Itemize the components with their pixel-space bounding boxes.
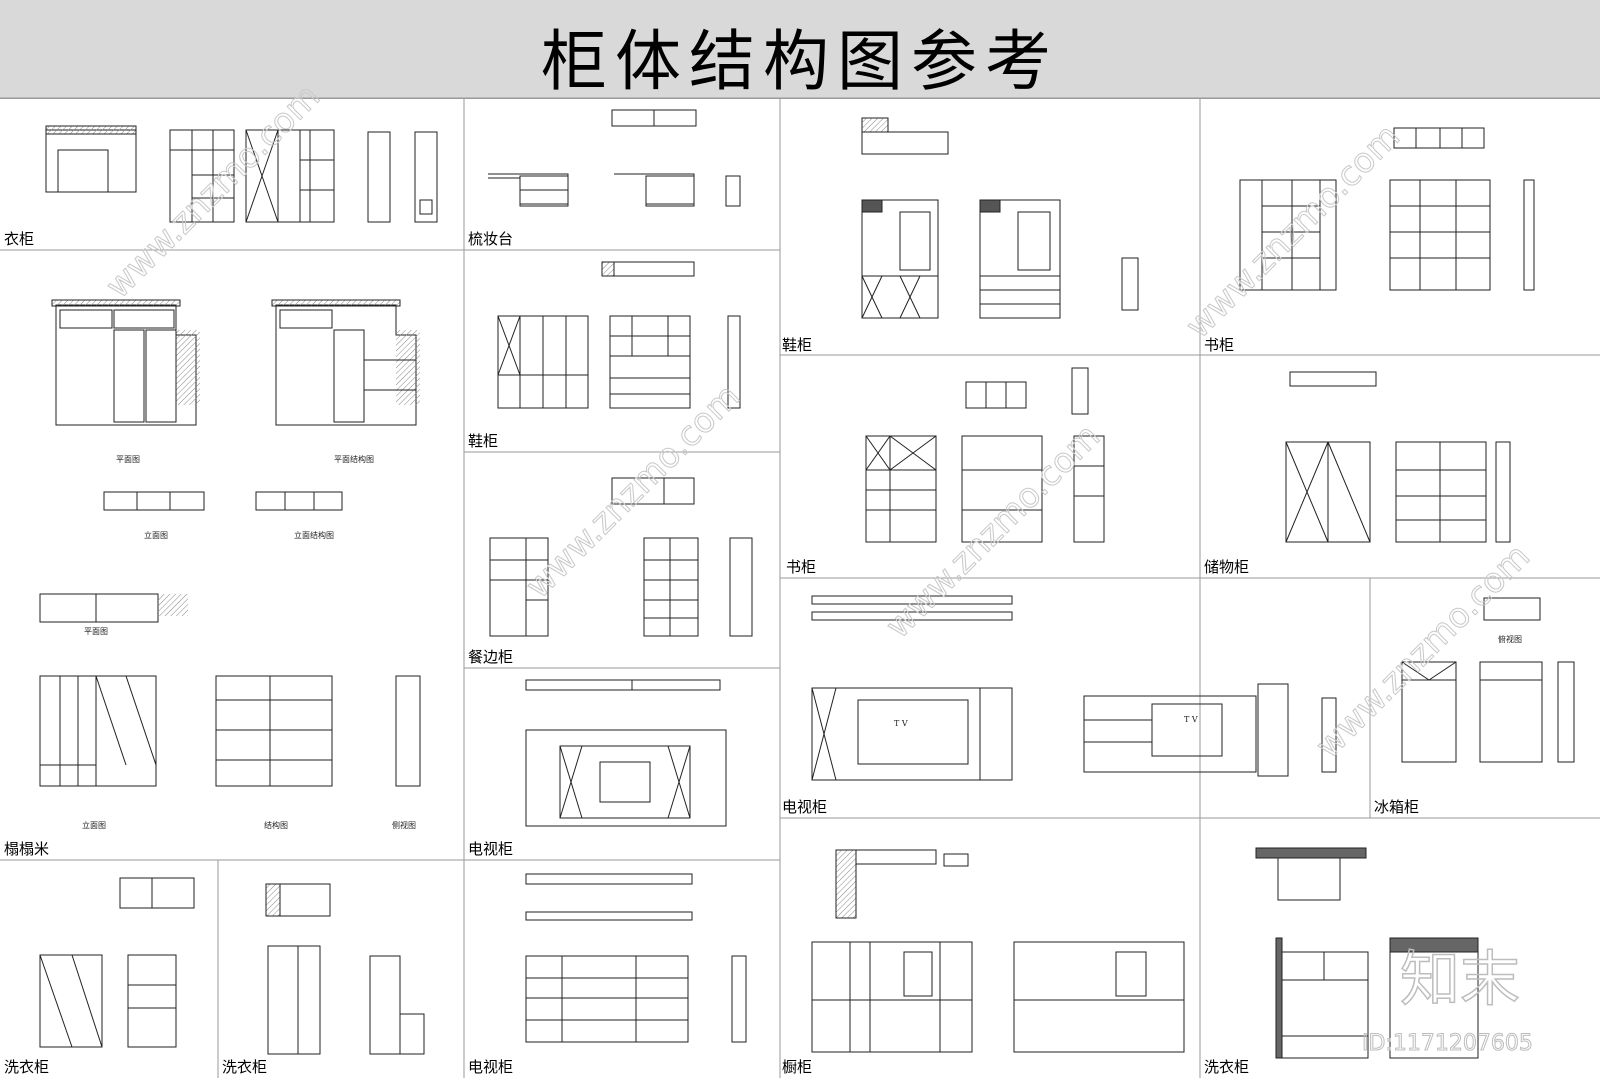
svg-text:T V: T V bbox=[1184, 715, 1198, 724]
caption-elevation-structure: 立面结构图 bbox=[294, 530, 334, 540]
cabinet-drawings bbox=[811, 849, 1185, 1053]
tv-labels: T V T V bbox=[894, 715, 1198, 728]
panel-label-storage: 储物柜 bbox=[1204, 558, 1249, 576]
fridge-drawings bbox=[1401, 597, 1575, 763]
bookcase-mid-drawings bbox=[865, 367, 1105, 543]
shoe-right-drawings bbox=[861, 117, 1139, 319]
page-title: 柜体结构图参考 bbox=[541, 23, 1059, 100]
panel-label-laundry-right: 洗衣柜 bbox=[1204, 1058, 1249, 1076]
panel-label-laundry-mid: 洗衣柜 bbox=[222, 1058, 267, 1076]
laundry-right-drawings bbox=[1255, 847, 1479, 1059]
caption-elevation-2: 立面图 bbox=[82, 820, 106, 830]
bookcase-top-drawings bbox=[1239, 127, 1535, 291]
tv-bottom-drawings bbox=[525, 873, 747, 1043]
watermark-site-5: www.znzmo.com bbox=[1308, 536, 1538, 766]
watermark-site-4: www.znzmo.com bbox=[1178, 116, 1408, 346]
storage-drawings bbox=[1285, 371, 1511, 543]
panel-label-tv-mid: 电视柜 bbox=[468, 840, 513, 858]
panel-label-bookcase-mid: 书柜 bbox=[786, 558, 816, 576]
title-banner: 柜体结构图参考 bbox=[0, 0, 1600, 100]
shoe-left-drawings bbox=[497, 261, 741, 409]
watermark-brand: 知末 bbox=[1400, 945, 1520, 1015]
panel-label-shoe-left: 鞋柜 bbox=[468, 432, 498, 450]
wardrobe-drawings bbox=[45, 125, 438, 223]
tatami-captions: 平面图 平面结构图 立面图 立面结构图 平面图 立面图 结构图 侧视图 bbox=[82, 454, 416, 830]
svg-text:T V: T V bbox=[894, 719, 908, 728]
sideboard-drawings bbox=[489, 477, 753, 637]
panel-label-tv-bottom: 电视柜 bbox=[468, 1058, 513, 1076]
panel-label-shoe-right: 鞋柜 bbox=[782, 336, 812, 354]
panel-label-cabinet: 橱柜 bbox=[782, 1058, 812, 1076]
caption-top-view: 俯视图 bbox=[1498, 634, 1522, 644]
tv-mid-drawings bbox=[525, 679, 727, 827]
panel-grid bbox=[0, 97, 1600, 1078]
caption-structure: 结构图 bbox=[264, 820, 288, 830]
tatami-drawings bbox=[39, 299, 421, 787]
laundry-mid-drawings bbox=[265, 883, 425, 1055]
watermark-site-2: www.znzmo.com bbox=[518, 376, 748, 606]
caption-plan-2: 平面图 bbox=[84, 627, 108, 636]
watermark-id: ID:1171207605 bbox=[1362, 1031, 1533, 1056]
caption-side-view: 侧视图 bbox=[392, 820, 416, 830]
watermark-site-1: www.znzmo.com bbox=[98, 76, 328, 306]
panel-label-dresser: 梳妆台 bbox=[468, 230, 513, 248]
panel-label-tatami: 榻榻米 bbox=[4, 840, 49, 858]
panel-label-bookcase-top: 书柜 bbox=[1204, 336, 1234, 354]
caption-plan-structure: 平面结构图 bbox=[334, 454, 374, 464]
caption-plan: 平面图 bbox=[116, 455, 140, 464]
dresser-drawings bbox=[488, 109, 741, 207]
panel-label-laundry-left: 洗衣柜 bbox=[4, 1058, 49, 1076]
panel-label-wardrobe: 衣柜 bbox=[4, 230, 34, 248]
panel-label-fridge: 冰箱柜 bbox=[1374, 798, 1419, 816]
caption-elevation: 立面图 bbox=[144, 530, 168, 540]
laundry-left-drawings bbox=[39, 877, 195, 1048]
watermark-layer: www.znzmo.com www.znzmo.com www.znzmo.co… bbox=[98, 76, 1539, 1057]
panel-label-tv-right: 电视柜 bbox=[782, 798, 827, 816]
panel-label-sideboard: 餐边柜 bbox=[468, 648, 513, 666]
tv-right-drawings bbox=[811, 595, 1337, 781]
